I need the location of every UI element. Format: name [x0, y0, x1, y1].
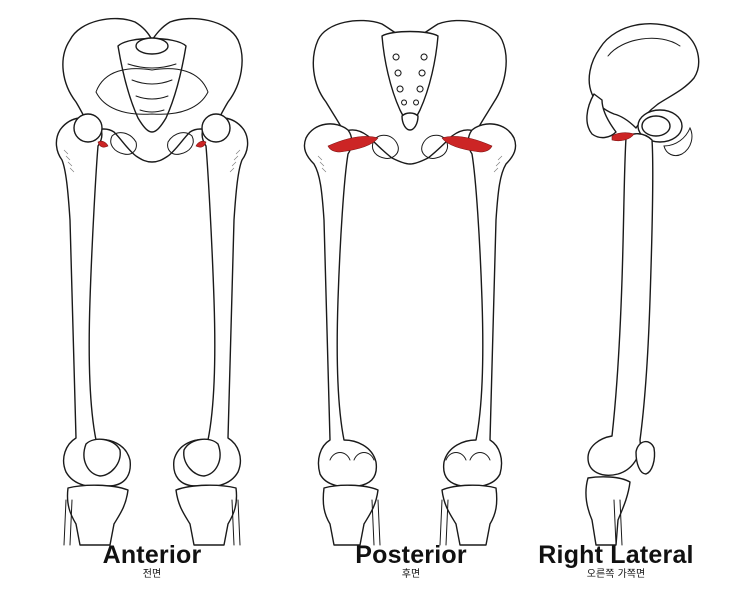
anterior-tibia-left	[66, 484, 129, 546]
posterior-condyles-left	[329, 452, 375, 461]
anterior-obturator-right	[167, 132, 194, 155]
posterior-coccyx	[401, 112, 419, 131]
anterior-sacrum	[117, 37, 187, 133]
anterior-muscle-left	[97, 140, 109, 148]
anterior-hatch-left	[63, 149, 75, 173]
anterior-vertebra	[135, 37, 169, 55]
anterior-caption: Anterior 전면	[72, 541, 232, 581]
anterior-view	[55, 17, 249, 546]
posterior-fibula-left	[371, 499, 381, 546]
lateral-femoral-head	[641, 115, 671, 137]
anterior-hatch-right	[229, 149, 241, 173]
lateral-patella	[635, 441, 656, 475]
lateral-ilium	[588, 22, 700, 129]
anterior-femoral-head-left	[73, 113, 103, 143]
posterior-muscle-right	[441, 136, 493, 153]
anterior-muscle-right	[195, 140, 207, 148]
posterior-obturator-left	[371, 134, 399, 159]
anterior-sacral-ridges	[127, 63, 177, 113]
posterior-muscle-left	[327, 136, 379, 153]
lateral-fibula	[613, 499, 623, 546]
anterior-tibia-right	[175, 484, 238, 546]
posterior-tibia-right	[441, 484, 498, 546]
posterior-fibula-right	[439, 499, 449, 546]
anterior-obturator-left	[110, 132, 137, 155]
posterior-tibia-left	[322, 484, 379, 546]
lateral-subtitle: 오른쪽 가쪽면	[586, 569, 646, 580]
anterior-femur-right	[173, 117, 249, 488]
lateral-caption: Right Lateral 오른쪽 가쪽면	[531, 541, 701, 581]
lateral-title: Right Lateral	[538, 541, 694, 569]
posterior-caption: Posterior 후면	[331, 541, 491, 581]
posterior-condyles-right	[445, 452, 491, 461]
posterior-femur-left	[303, 123, 378, 488]
lateral-acetabulum-rim	[663, 126, 693, 157]
posterior-hatch-right	[493, 155, 503, 173]
posterior-view	[303, 19, 517, 546]
lateral-ischium	[586, 93, 617, 139]
anterior-pelvic-inlet	[95, 68, 209, 115]
posterior-title: Posterior	[355, 541, 467, 569]
posterior-hatch-left	[317, 155, 327, 173]
lateral-muscle	[611, 132, 635, 142]
posterior-subtitle: 후면	[401, 569, 421, 580]
anterior-fibula-right	[231, 499, 241, 546]
anterior-patella-right	[183, 438, 221, 477]
lateral-view	[585, 22, 700, 546]
anterior-patella-left	[83, 438, 121, 477]
lateral-femur	[587, 133, 654, 476]
anterior-femoral-head-right	[201, 113, 231, 143]
anterior-femur-left	[55, 117, 131, 488]
lateral-tibia	[585, 476, 631, 546]
posterior-femur-right	[442, 123, 517, 488]
anterior-subtitle: 전면	[142, 569, 162, 580]
posterior-sacral-foramina	[392, 53, 428, 106]
anterior-fibula-left	[63, 499, 73, 546]
lateral-ilium-inner	[607, 37, 681, 57]
anterior-title: Anterior	[102, 541, 202, 569]
posterior-obturator-right	[421, 134, 449, 159]
